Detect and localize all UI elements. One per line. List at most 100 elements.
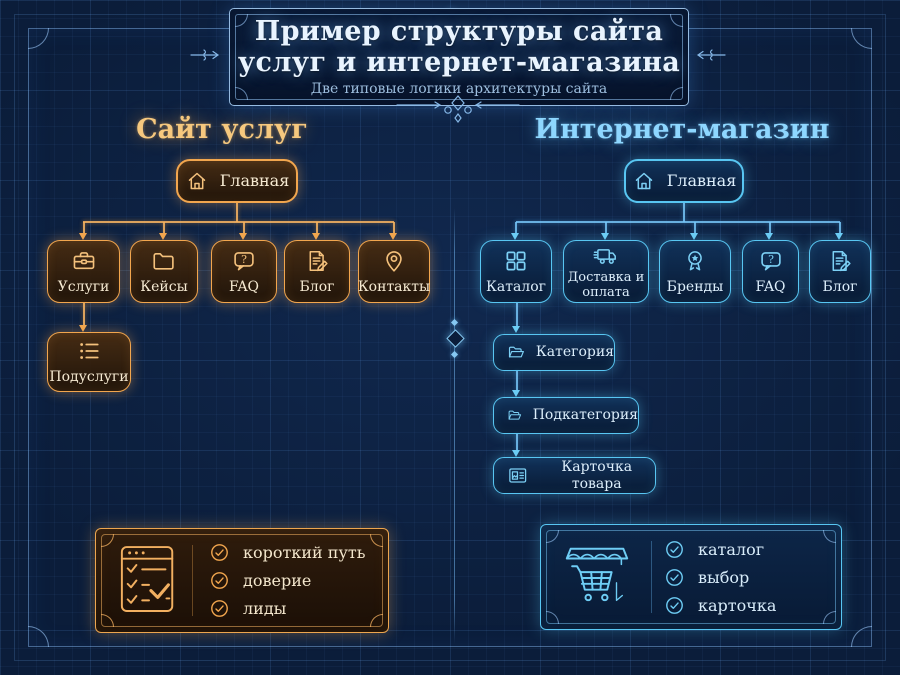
connector-line <box>516 434 518 450</box>
services-node-kontakty: Контакты <box>358 240 430 303</box>
shop-node-podkategoria: Подкатегория <box>493 397 639 434</box>
node-label: Контакты <box>357 278 431 295</box>
connector-line <box>393 222 395 233</box>
shop-section-heading: Интернет-магазин <box>534 114 830 145</box>
arrowhead <box>159 233 167 240</box>
benefit-label: карточка <box>698 595 777 615</box>
benefits-inner-frame <box>546 530 836 624</box>
page-title-line-2: услуг и интернет-магазина <box>237 46 681 78</box>
node-label: Подкатегория <box>532 407 638 424</box>
node-label: Блог <box>822 278 858 295</box>
connector-line <box>769 222 771 233</box>
shop-benefits-list: каталог выбор карточка <box>664 525 776 629</box>
chat-question-icon: ? <box>231 248 257 274</box>
flourish-left-icon <box>190 49 220 61</box>
arrowhead <box>79 325 87 332</box>
shop-node-katalog: Каталог <box>480 240 552 303</box>
shop-node-kategoria: Категория <box>493 334 615 371</box>
arrowhead <box>312 233 320 240</box>
check-circle-icon <box>209 542 230 563</box>
flourish-right-icon <box>696 49 726 61</box>
services-node-poduslugi: Подуслуги <box>47 332 131 392</box>
benefits-corner-ornament <box>370 534 383 547</box>
benefits-corner-ornament <box>823 611 836 624</box>
arrowhead <box>765 233 773 240</box>
node-label: Услуги <box>57 278 110 295</box>
connector-line <box>694 222 696 233</box>
storefront-illustration <box>558 537 636 617</box>
page-title-line-1: Пример структуры сайта <box>254 16 664 47</box>
services-node-blog: Блог <box>284 240 350 303</box>
benefit-label: доверие <box>243 571 312 590</box>
arrowhead <box>690 233 698 240</box>
connector-line <box>243 222 245 233</box>
page-title: Пример структуры сайта услуг и интернет-… <box>230 16 688 79</box>
check-circle-icon <box>209 570 230 591</box>
services-section-heading: Сайт услуг <box>136 114 308 145</box>
check-circle-icon <box>664 539 685 560</box>
benefits-corner-ornament <box>101 534 114 547</box>
benefit-label: лиды <box>243 599 287 618</box>
node-label: Бренды <box>666 278 724 295</box>
node-label: Каталог <box>486 278 546 295</box>
benefits-divider <box>192 545 193 616</box>
title-banner-inner-frame <box>235 14 683 100</box>
connector-line <box>683 203 685 222</box>
arrowhead <box>835 233 843 240</box>
frame-corner-ornament <box>28 28 49 49</box>
benefit-item: короткий путь <box>209 542 365 563</box>
benefit-item: лиды <box>209 598 365 619</box>
benefits-inner-frame <box>101 534 383 627</box>
benefits-corner-ornament <box>370 614 383 627</box>
shop-benefits-box: каталог выбор карточка <box>540 524 842 630</box>
banner-bottom-ornament-icon <box>396 95 520 123</box>
benefit-label: выбор <box>698 567 750 587</box>
section-divider <box>454 208 455 644</box>
services-benefits-box: короткий путь доверие лиды <box>95 528 389 633</box>
benefit-item: каталог <box>664 539 776 560</box>
arrowhead <box>79 233 87 240</box>
connector-line <box>515 222 517 233</box>
node-label: Блог <box>299 278 335 295</box>
folder-icon <box>151 248 177 274</box>
award-icon <box>682 248 708 274</box>
benefits-corner-ornament <box>823 530 836 543</box>
bullet-list-icon <box>76 338 102 364</box>
check-circle-icon <box>209 598 230 619</box>
folder-open-icon <box>507 404 523 427</box>
shop-node-dostavka: Доставка и оплата <box>563 240 649 303</box>
connector-line <box>83 303 85 325</box>
shop-node-faq: ? FAQ <box>742 240 799 303</box>
benefit-item: доверие <box>209 570 365 591</box>
shop-home-node: Главная <box>624 159 744 203</box>
benefit-label: каталог <box>698 539 765 559</box>
svg-text:?: ? <box>768 253 774 266</box>
node-label: FAQ <box>755 278 786 295</box>
shop-node-blog: Блог <box>809 240 871 303</box>
chat-question-icon: ? <box>758 248 784 274</box>
node-label: Карточка товара <box>561 459 633 492</box>
connector-line <box>516 371 518 390</box>
node-label: Главная <box>219 170 290 190</box>
connector-line <box>316 222 318 233</box>
services-node-uslugi: Услуги <box>47 240 120 303</box>
arrowhead <box>601 233 609 240</box>
connector-line <box>163 222 165 233</box>
arrowhead <box>512 450 520 457</box>
benefit-item: карточка <box>664 595 776 616</box>
arrowhead <box>389 233 397 240</box>
connector-line <box>83 221 394 223</box>
shop-node-kartochka: Карточка товара <box>493 457 656 494</box>
node-label: Главная <box>666 170 737 190</box>
node-label: Кейсы <box>140 278 188 295</box>
map-pin-icon <box>381 248 407 274</box>
checklist-illustration <box>118 542 180 618</box>
benefit-label: короткий путь <box>243 543 366 562</box>
frame-corner-ornament <box>851 28 872 49</box>
node-label: Доставка и оплата <box>567 269 645 300</box>
folder-open-icon <box>507 341 526 364</box>
services-home-node: Главная <box>176 159 298 203</box>
grid-icon <box>503 248 529 274</box>
connector-line <box>83 222 85 233</box>
